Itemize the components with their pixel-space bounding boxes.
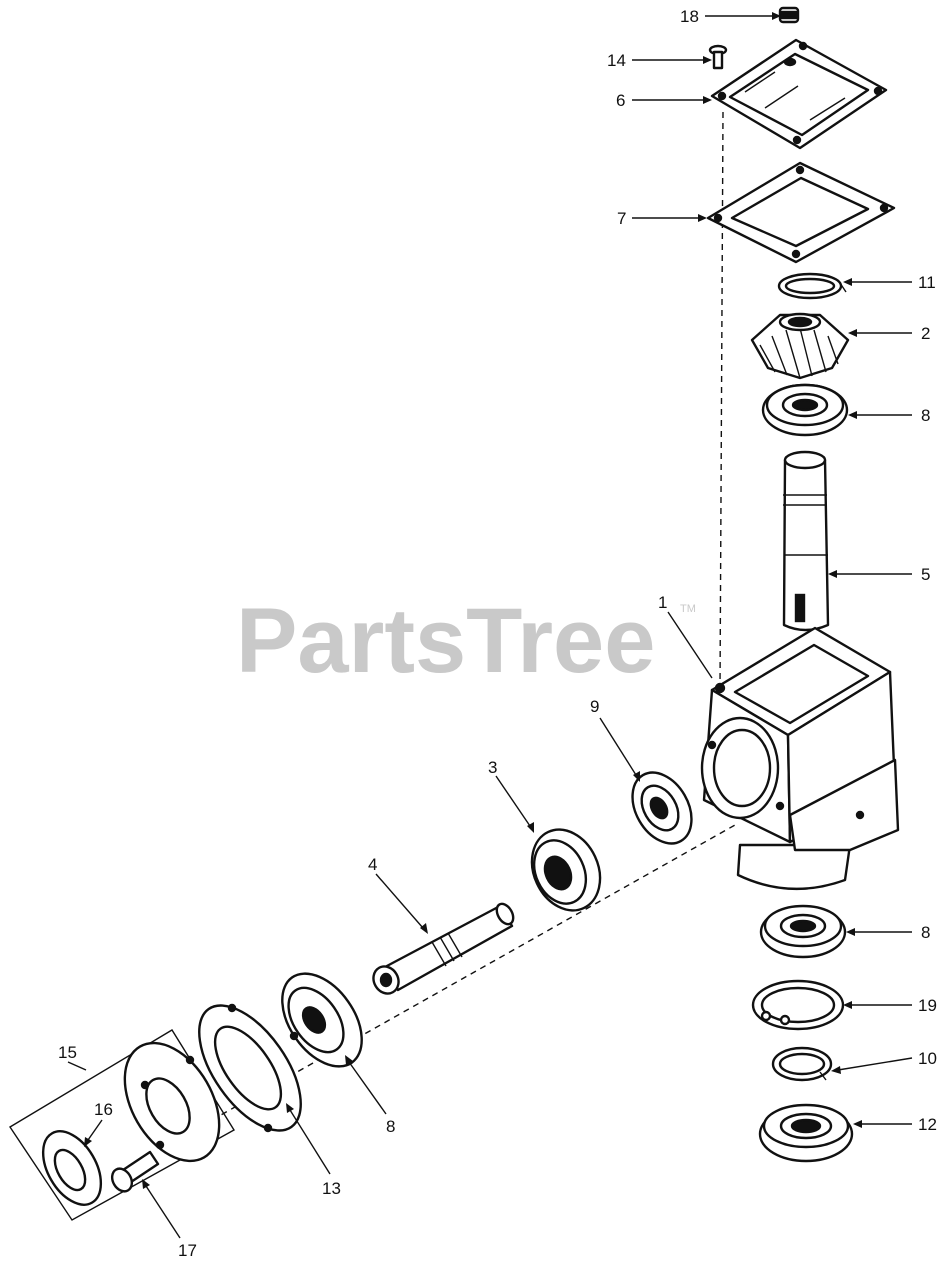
oil-seal-part-12[interactable] [758,1103,854,1163]
callout-3: 3 [488,758,497,777]
callout-16: 16 [94,1100,113,1119]
snap-ring-part-10[interactable] [771,1046,833,1082]
gear-part-3[interactable] [519,818,613,921]
callout-4: 4 [368,855,377,874]
bolt-part-17[interactable] [108,1150,160,1195]
gasket-part-7[interactable] [706,161,896,264]
screw-part-14[interactable] [708,44,728,70]
callout-19: 19 [918,996,937,1015]
callout-15: 15 [58,1043,77,1062]
bearing-part-8-diagonal[interactable] [266,959,378,1081]
watermark: PartsTree [236,590,655,692]
vertical-shaft-part-5[interactable] [782,450,830,632]
callout-8-diagonal: 8 [386,1117,395,1136]
watermark-trademark: TM [680,603,696,615]
assembly-group-bracket-15 [9,1029,235,1221]
callout-7: 7 [617,209,626,228]
bearing-part-8-top[interactable] [761,383,849,437]
callout-18: 18 [680,7,699,26]
callout-8-top: 8 [921,406,930,425]
diagonal-assembly-axis [211,824,736,1121]
seal-part-16[interactable] [31,1121,113,1214]
callout-6: 6 [616,91,625,110]
bearing-part-9[interactable] [620,762,703,854]
callout-labels: 18 14 6 7 11 2 8 5 1 9 3 4 8 19 10 12 15… [58,7,937,1260]
gearbox-housing-part-1[interactable] [700,626,900,891]
horizontal-shaft-part-4[interactable] [369,901,517,998]
callout-9: 9 [590,697,599,716]
callout-11: 11 [918,273,936,292]
callout-2: 2 [921,324,930,343]
callout-5: 5 [921,565,930,584]
callout-1: 1 [658,593,667,612]
leader-lines [67,12,913,1239]
bearing-cap-part-15[interactable] [105,1027,238,1178]
bearing-part-8-bottom[interactable] [759,904,847,959]
callout-13: 13 [322,1179,341,1198]
callout-10: 10 [918,1049,937,1068]
callout-17: 17 [178,1241,197,1260]
cover-plate-part-6[interactable] [710,38,888,150]
callout-12: 12 [918,1115,937,1134]
snap-ring-part-11[interactable] [777,272,847,300]
retaining-ring-part-19[interactable] [751,979,845,1031]
callout-14: 14 [607,51,626,70]
callout-8-bottom: 8 [921,923,930,942]
plug-part-18[interactable] [778,6,800,24]
vertical-assembly-axis [719,111,724,689]
bevel-gear-part-2[interactable] [750,312,850,380]
